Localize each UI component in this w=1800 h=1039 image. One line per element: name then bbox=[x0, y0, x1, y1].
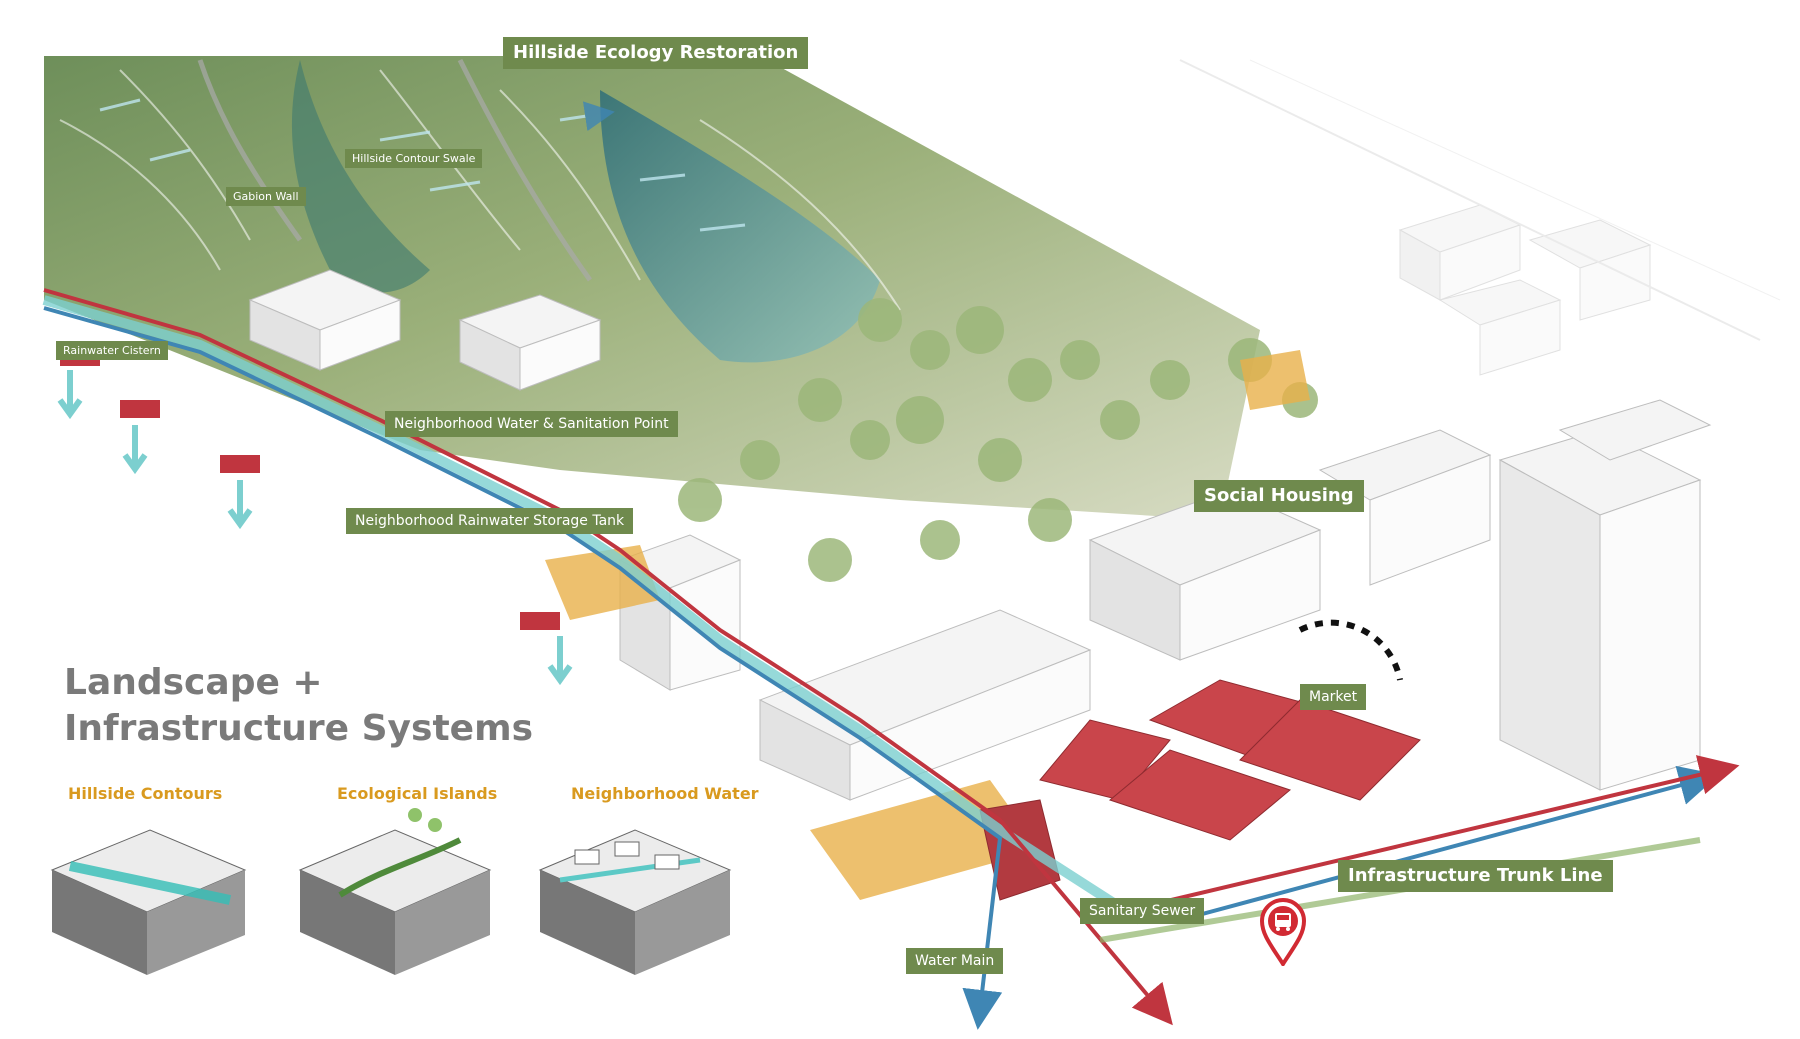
system-label-hillside-contours: Hillside Contours bbox=[68, 784, 223, 803]
label-neighborhood-water-sanitation-point: Neighborhood Water & Sanitation Point bbox=[385, 411, 678, 437]
market-roofs bbox=[979, 619, 1421, 901]
label-infrastructure-trunk-line: Infrastructure Trunk Line bbox=[1338, 860, 1613, 892]
label-market: Market bbox=[1300, 684, 1367, 710]
label-social-housing: Social Housing bbox=[1194, 480, 1364, 512]
label-gabion-wall: Gabion Wall bbox=[226, 187, 306, 206]
system-label-neighborhood-water: Neighborhood Water bbox=[571, 784, 759, 803]
system-label-ecological-islands: Ecological Islands bbox=[337, 784, 498, 803]
diagram-title: Landscape + Infrastructure Systems bbox=[64, 660, 533, 752]
bus-stop-icon bbox=[1259, 898, 1307, 966]
system-diagram-ecological-islands bbox=[298, 808, 492, 975]
title-line-2: Infrastructure Systems bbox=[64, 708, 534, 749]
system-diagram-neighborhood-water bbox=[538, 829, 732, 975]
background-city bbox=[1179, 59, 1781, 376]
label-hillside-ecology-restoration: Hillside Ecology Restoration bbox=[503, 37, 809, 69]
hillside-terrain bbox=[44, 56, 1260, 520]
label-hillside-contour-swale: Hillside Contour Swale bbox=[345, 149, 483, 168]
label-sanitary-sewer: Sanitary Sewer bbox=[1080, 898, 1205, 924]
system-diagram-hillside-contours bbox=[50, 829, 247, 975]
title-line-1: Landscape + bbox=[64, 662, 323, 703]
label-water-main: Water Main bbox=[906, 948, 1004, 974]
label-rainwater-cistern: Rainwater Cistern bbox=[56, 341, 168, 360]
trees bbox=[678, 298, 1318, 582]
label-neighborhood-rainwater-storage-tank: Neighborhood Rainwater Storage Tank bbox=[346, 508, 634, 534]
